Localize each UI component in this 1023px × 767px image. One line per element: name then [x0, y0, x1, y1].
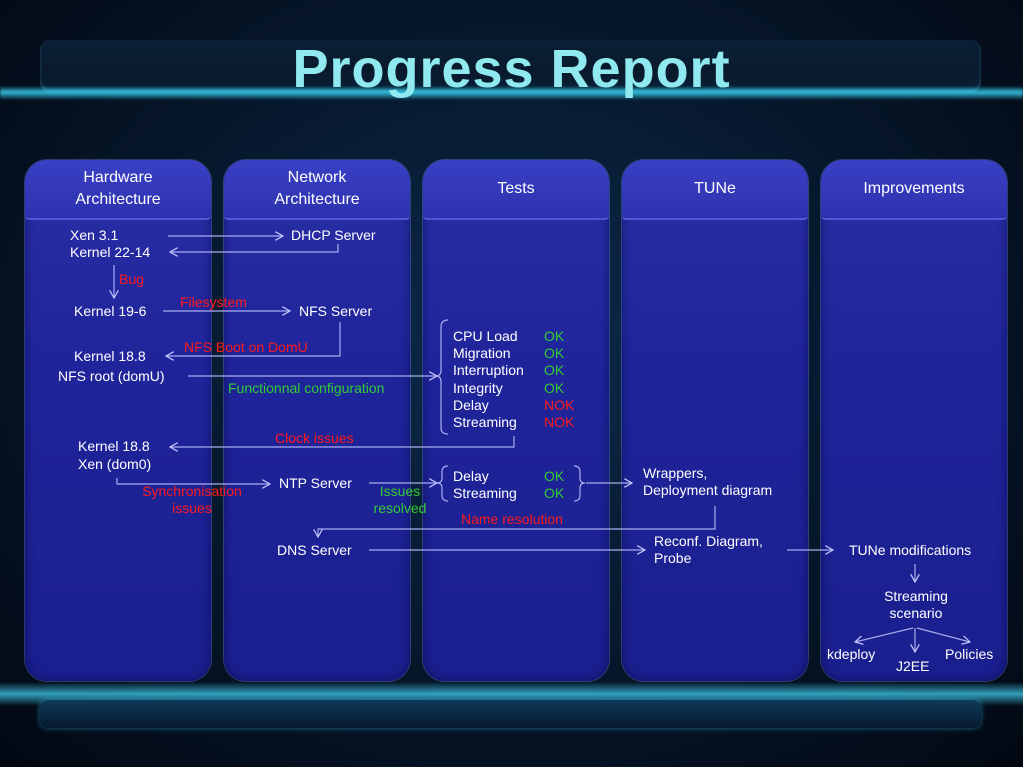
- node-reconf: Reconf. Diagram, Probe: [654, 533, 763, 566]
- column-header-tests: Tests: [423, 160, 609, 220]
- node-kernel188-a: Kernel 18.8: [74, 348, 146, 364]
- node-j2ee: J2EE: [896, 658, 930, 674]
- node-xen31: Xen 3.1: [70, 227, 119, 243]
- column-network: [224, 160, 410, 681]
- test-name: Interruption: [453, 362, 524, 378]
- column-tests: [423, 160, 609, 681]
- test-name: Delay: [453, 468, 489, 484]
- node-nfs-server: NFS Server: [299, 303, 373, 319]
- node-ntp-server: NTP Server: [279, 475, 352, 491]
- node-xen-dom0: Xen (dom0): [78, 456, 152, 472]
- issue-clock: Clock issues: [275, 430, 354, 446]
- footer-bar: [40, 700, 981, 728]
- column-tune: [622, 160, 808, 681]
- brace-tests2-left: [436, 465, 449, 502]
- test-name: Delay: [453, 397, 489, 413]
- column-header-tune: TUNe: [622, 160, 808, 220]
- test-status: OK: [544, 345, 565, 361]
- issue-bug: Bug: [119, 271, 144, 287]
- arrow-name-resolution: [318, 506, 716, 537]
- brace-tests2-right: [573, 465, 586, 502]
- test-name: CPU Load: [453, 328, 518, 344]
- test-status: NOK: [544, 414, 575, 430]
- arrow-clock-issues: [170, 436, 515, 447]
- arrow-scenario-to-kdeploy: [855, 627, 914, 642]
- test-status: NOK: [544, 397, 575, 413]
- test-status: OK: [544, 485, 565, 501]
- column-header-improvements: Improvements: [821, 160, 1007, 220]
- test-status: OK: [544, 468, 565, 484]
- node-tune-modifications: TUNe modifications: [849, 542, 972, 558]
- arrow-dom0-to-ntp: [116, 478, 270, 484]
- arrow-nfs-to-kernel188: [166, 322, 341, 356]
- node-dns-server: DNS Server: [277, 542, 352, 558]
- header-bar: [40, 40, 981, 92]
- test-status: OK: [544, 362, 565, 378]
- brace-tests-left: [435, 319, 449, 435]
- test-name: Streaming: [453, 485, 517, 501]
- note-functional-config: Functionnal configuration: [228, 380, 385, 396]
- test-status: OK: [544, 380, 565, 396]
- note-issues-resolved: Issues resolved: [373, 483, 427, 516]
- issue-name-resolution: Name resolution: [461, 511, 563, 527]
- test-name: Migration: [453, 345, 511, 361]
- node-kernel188-b: Kernel 18.8: [78, 438, 150, 454]
- node-kdeploy: kdeploy: [827, 646, 876, 662]
- test-name: Integrity: [453, 380, 503, 396]
- node-nfs-root: NFS root (domU): [58, 368, 165, 384]
- column-hardware: [25, 160, 211, 681]
- node-streaming-scenario: Streaming scenario: [884, 588, 948, 621]
- column-header-hardware: Hardware Architecture: [25, 160, 211, 220]
- issue-synchronisation: Synchronisation issues: [142, 483, 242, 516]
- header-glow-line: [0, 86, 1023, 100]
- test-name: Streaming: [453, 414, 517, 430]
- test-status: OK: [544, 328, 565, 344]
- node-policies: Policies: [945, 646, 994, 662]
- issue-filesystem: Filesystem: [180, 294, 247, 310]
- column-improvements: [821, 160, 1007, 681]
- node-dhcp-server: DHCP Server: [291, 227, 376, 243]
- slide-title: Progress Report: [292, 39, 731, 99]
- node-wrappers: Wrappers, Deployment diagram: [643, 465, 773, 498]
- node-kernel196: Kernel 19-6: [74, 303, 147, 319]
- node-kernel2214: Kernel 22-14: [70, 244, 151, 260]
- column-header-network: Network Architecture: [224, 160, 410, 220]
- arrow-scenario-to-policies: [916, 627, 970, 642]
- arrow-dhcp-to-kernel2214: [170, 244, 339, 252]
- issue-nfs-boot: NFS Boot on DomU: [184, 339, 308, 355]
